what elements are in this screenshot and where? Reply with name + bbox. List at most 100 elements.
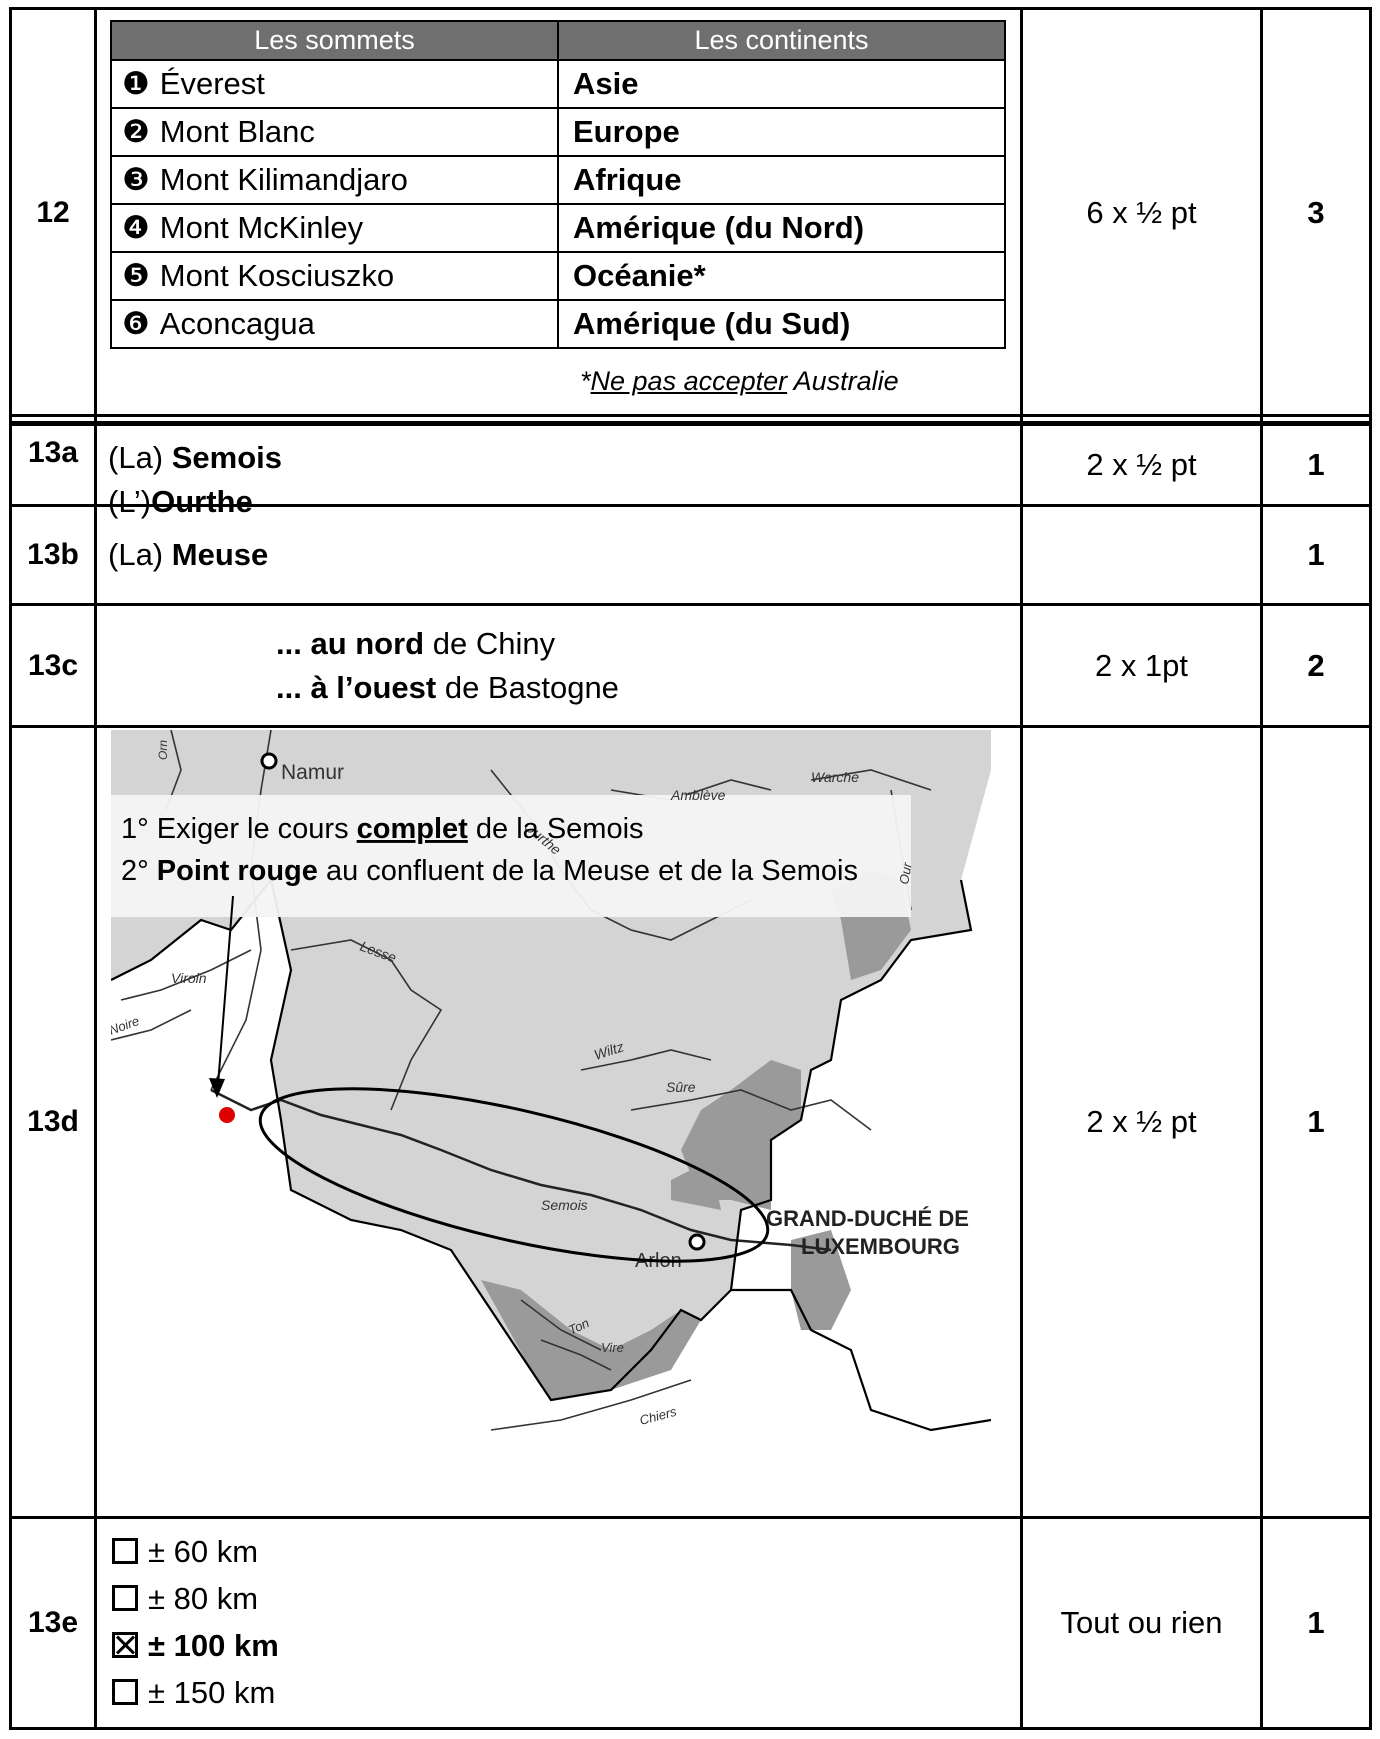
peak-number-marker: ❹ xyxy=(122,210,150,245)
peak-row: ❶ Éverest Asie xyxy=(110,59,1006,109)
instruction-2: 2° Point rouge au confluent de la Meuse … xyxy=(121,855,858,887)
label-vire: Vire xyxy=(601,1340,624,1355)
continent-name: Amérique (du Sud) xyxy=(557,299,1006,349)
peak-name: ❸ Mont Kilimandjaro xyxy=(110,155,559,205)
peak-label: Mont Kosciuszko xyxy=(159,258,395,293)
label-luxembourg-1: GRAND-DUCHÉ DE xyxy=(766,1206,969,1231)
arrow-head xyxy=(209,1078,225,1098)
label-semois: Semois xyxy=(541,1197,588,1213)
points-12: 6 x ½ pt xyxy=(1086,194,1197,230)
points-13b xyxy=(1023,507,1260,603)
total-13c: 2 xyxy=(1307,647,1325,683)
peak-number-marker: ❺ xyxy=(122,258,150,293)
arrow-line xyxy=(217,895,234,1086)
question-number-12: 12 xyxy=(36,195,70,229)
header-peaks: Les sommets xyxy=(110,20,559,61)
label-luxembourg-2: LUXEMBOURG xyxy=(801,1234,960,1259)
question-number-13b: 13b xyxy=(27,538,79,571)
peak-row: ❸ Mont Kilimandjaro Afrique xyxy=(110,155,1006,205)
peak-label: Aconcagua xyxy=(159,306,315,341)
question-number-13a: 13a xyxy=(27,436,79,469)
question-number-13d: 13d xyxy=(27,1105,79,1138)
checkbox-icon xyxy=(112,1679,138,1705)
darker-area-5 xyxy=(481,1280,701,1400)
label-sure: Sûre xyxy=(666,1079,696,1095)
river-viroin xyxy=(120,949,252,1001)
arlon-marker xyxy=(688,1233,706,1251)
river-chiers xyxy=(490,1379,692,1431)
instruction-1: 1° Exiger le cours complet de la Semois xyxy=(121,813,644,845)
distance-option: ± 60 km xyxy=(112,1528,279,1575)
river-semois xyxy=(210,1088,832,1252)
peak-number-marker: ❸ xyxy=(122,162,150,197)
darker-area-4 xyxy=(791,1230,851,1330)
answer-13e-options: ± 60 km± 80 km ± 100 km ± 150 km xyxy=(112,1528,279,1716)
header-continents: Les continents xyxy=(557,20,1006,61)
peak-name: ❶ Éverest xyxy=(110,59,559,109)
label-ambleve: Amblève xyxy=(670,787,726,803)
peak-number-marker: ❶ xyxy=(122,66,150,101)
border-france xyxy=(111,877,732,1402)
river-wiltz xyxy=(580,1049,712,1071)
distance-option: ± 100 km xyxy=(112,1622,279,1669)
continent-name: Amérique (du Nord) xyxy=(557,203,1006,253)
distance-option-label: ± 150 km xyxy=(148,1675,276,1710)
total-13d: 1 xyxy=(1307,1104,1325,1139)
continent-name: Océanie* xyxy=(557,251,1006,301)
total-13e: 1 xyxy=(1307,1605,1325,1640)
peak-row: ❻ Aconcagua Amérique (du Sud) xyxy=(110,299,1006,349)
label-orn: Orn xyxy=(156,740,170,760)
instruction-banner xyxy=(111,795,911,917)
distance-option: ± 150 km xyxy=(112,1669,279,1716)
continent-name: Europe xyxy=(557,107,1006,157)
peak-number-marker: ❻ xyxy=(122,306,150,341)
distance-option-label: ± 100 km xyxy=(148,1628,279,1663)
semois-ellipse xyxy=(258,1087,770,1263)
label-namur: Namur xyxy=(281,761,344,784)
answer-13c: ... au nord de Chiny ... à l’ouest de Ba… xyxy=(276,626,619,705)
peak-number-marker: ❷ xyxy=(122,114,150,149)
river-noire xyxy=(111,1009,192,1041)
question-number-13c: 13c xyxy=(27,648,79,682)
continent-name: Afrique xyxy=(557,155,1006,205)
peak-label: Mont Blanc xyxy=(159,114,315,149)
checkbox-icon xyxy=(112,1585,138,1611)
distance-option: ± 80 km xyxy=(112,1575,279,1622)
river-sure xyxy=(630,1089,872,1131)
peak-row: ❹ Mont McKinley Amérique (du Nord) xyxy=(110,203,1006,253)
peak-label: Éverest xyxy=(159,66,265,101)
label-our: Our xyxy=(896,861,915,886)
total-13b: 1 xyxy=(1307,537,1325,572)
label-warche: Warche xyxy=(811,769,859,785)
answer-13b: (La) Meuse xyxy=(108,537,269,572)
note-australia: *Ne pas accepter Australie xyxy=(580,366,899,396)
confluence-red-point xyxy=(219,1107,235,1123)
border-luxembourg xyxy=(729,879,991,1432)
points-13e: Tout ou rien xyxy=(1060,1605,1223,1640)
river-vire xyxy=(540,1339,612,1371)
total-13a: 1 xyxy=(1307,447,1325,482)
label-viroin: Viroin xyxy=(171,970,207,986)
total-12: 3 xyxy=(1307,194,1325,230)
peak-label: Mont McKinley xyxy=(159,210,364,245)
question-number-13e: 13e xyxy=(27,1606,79,1639)
peak-name: ❷ Mont Blanc xyxy=(110,107,559,157)
points-13d: 2 x ½ pt xyxy=(1086,1104,1197,1139)
peak-name: ❺ Mont Kosciuszko xyxy=(110,251,559,301)
peak-name: ❹ Mont McKinley xyxy=(110,203,559,253)
peak-label: Mont Kilimandjaro xyxy=(159,162,408,197)
points-13a: 2 x ½ pt xyxy=(1086,447,1197,482)
peak-name: ❻ Aconcagua xyxy=(110,299,559,349)
river-lesse xyxy=(290,939,443,1111)
answer-13a: (La) Semois (L’)Ourthe xyxy=(108,440,283,519)
river-meuse xyxy=(210,730,272,1091)
continent-name: Asie xyxy=(557,59,1006,109)
peak-row: ❺ Mont Kosciuszko Océanie* xyxy=(110,251,1006,301)
namur-marker xyxy=(260,752,278,770)
checked-box-icon xyxy=(112,1632,138,1658)
river-ton xyxy=(520,1299,602,1351)
points-13c: 2 x 1pt xyxy=(1094,647,1189,683)
semois-map: Namur Warche Amblève Orn Ourthe Our Less… xyxy=(111,730,991,1490)
